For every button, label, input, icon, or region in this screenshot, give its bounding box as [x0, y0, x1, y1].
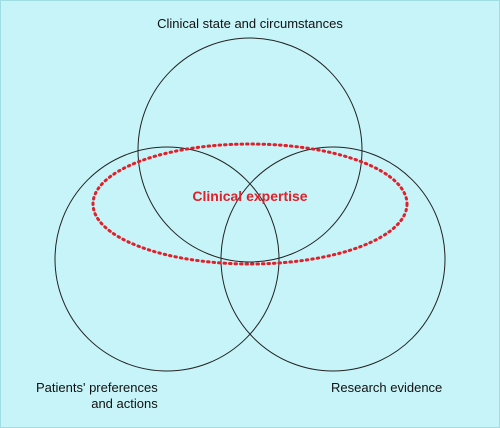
circle-clinical-state	[137, 37, 363, 263]
patient-preferences-label-line2: and actions	[91, 396, 158, 411]
clinical-state-label: Clinical state and circumstances	[157, 16, 343, 31]
research-evidence-label: Research evidence	[331, 380, 443, 395]
circle-patient-preferences	[54, 146, 280, 372]
patient-preferences-label: Patients' preferences and actions	[36, 380, 158, 412]
clinical-expertise-ring	[91, 142, 409, 266]
circle-research-evidence	[220, 146, 446, 372]
patient-preferences-label-line1: Patients' preferences	[36, 380, 158, 395]
clinical-expertise-label: Clinical expertise	[192, 188, 308, 204]
